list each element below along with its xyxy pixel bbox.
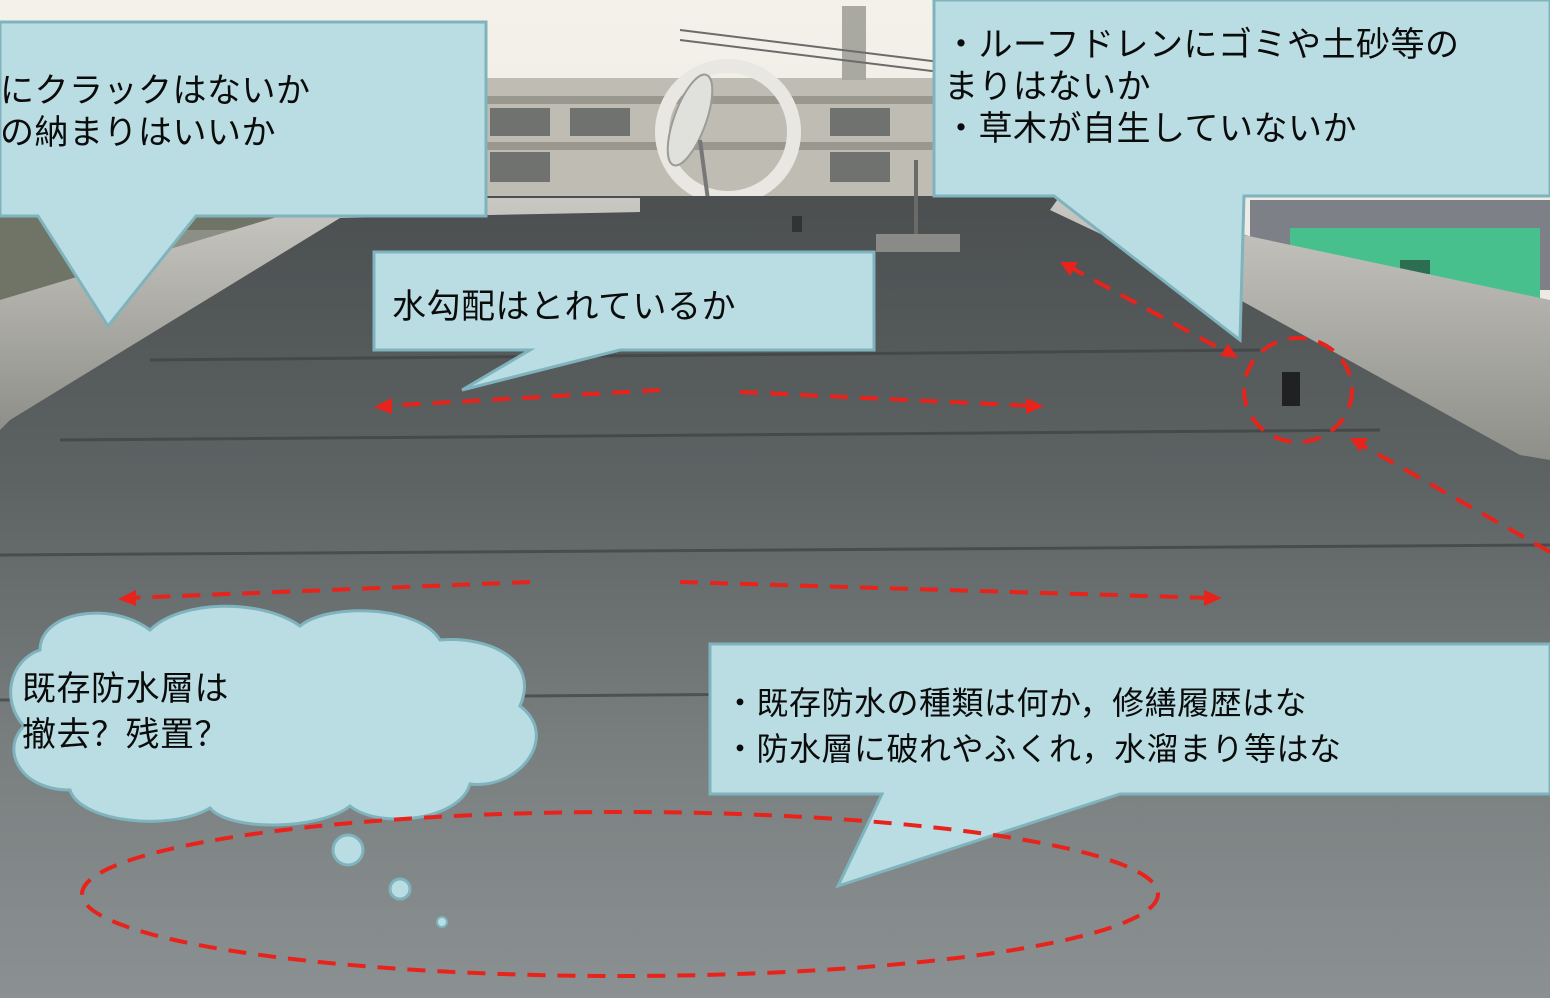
arrowheads [118,262,1368,606]
callout-top-left-shape [0,20,488,329]
callout-middle-text: 水勾配はとれているか [392,287,736,327]
arrowhead-lower-left [118,590,136,606]
arrowhead-drain-top-start [1060,262,1078,276]
roof-drain [1282,372,1300,406]
red-dashed-annotations [80,264,1550,978]
drain-pointer-line-top [1067,264,1231,356]
ponding-ellipse [80,810,1160,978]
arrowhead-upper-right [1026,398,1044,414]
callout-top-right-text: ・ルーフドレンにゴミや土砂等の まりはないか ・草木が自生していないか [944,25,1460,149]
drain-circle [1242,336,1354,444]
callout-top-right-shape [932,0,1550,343]
callout-cloud-shape [9,604,538,827]
arrowhead-upper-left [374,398,392,414]
drain-pointer-line-right [1359,442,1550,554]
callout-cloud-text: 既存防水層は 撤去？残置？ [22,669,229,755]
cloud-bubble-large [331,833,365,867]
arrowhead-drain-right-end [1350,438,1368,452]
cloud-bubble-medium [388,877,412,901]
slope-arrow-upper-right [739,390,1035,408]
roof-equipment [792,160,960,252]
callout-bottom-text: ・既存防水の種類は何か，修繕履歴はな ・防水層に破れやふくれ，水溜まり等はな [724,684,1342,768]
callout-top-left-text: にクラックはないか の納まりはいいか [0,71,311,153]
slope-arrow-upper-left [383,388,661,408]
arrowhead-drain-top-end [1220,344,1238,358]
arrowhead-lower-right [1204,590,1222,606]
callout-middle-shape [372,250,876,392]
cloud-bubble-small [436,916,448,928]
slope-arrow-lower-left [127,580,531,600]
